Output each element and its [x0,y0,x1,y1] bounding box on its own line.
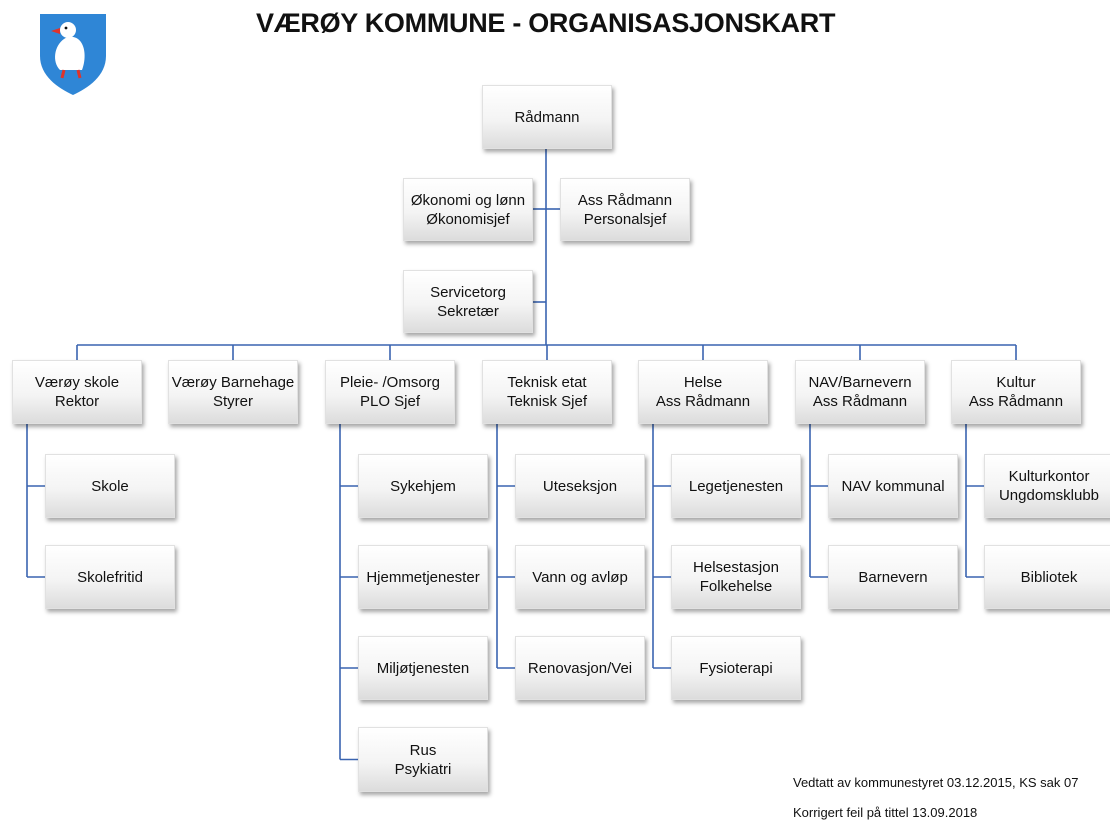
box-unit-4-sub-3-title: Renovasjon/Vei [527,659,633,677]
box-unit-1-sub-1: Skole [45,454,175,518]
box-unit-4-sub-1-title: Uteseksjon [542,477,618,495]
box-unit-3-sub-4-subtitle: Psykiatri [394,760,452,778]
box-unit-7-subtitle: Ass Rådmann [968,393,1064,410]
box-unit-1-sub-2: Skolefritid [45,545,175,609]
box-unit-5-sub-2-subtitle: Folkehelse [699,578,773,595]
box-unit-4-sub-3: Renovasjon/Vei [515,636,645,700]
box-unit-6-sub-1: NAV kommunal [828,454,958,518]
box-unit-6-sub-2-title: Barnevern [858,568,928,586]
box-unit-1-sub-2-title: Skolefritid [77,568,143,586]
box-unit-2-title: Værøy Barnehage [171,374,295,391]
box-unit-3-sub-3: Miljøtjenesten [358,636,488,700]
box-unit-6-sub-2: Barnevern [828,545,958,609]
box-unit-5-sub-1-title: Legetjenesten [688,477,784,495]
box-unit-7-sub-2-title: Bibliotek [1020,568,1078,586]
box-unit-7-sub-2: Bibliotek [984,545,1110,609]
box-okonomi-title: Økonomi og lønn [410,191,526,209]
box-unit-7-sub-1-title: Kulturkontor [1008,468,1090,485]
box-unit-2-subtitle: Styrer [212,393,253,410]
box-unit-7-sub-1-subtitle: Ungdomsklubb [998,487,1100,504]
box-unit-3-subtitle: PLO Sjef [359,393,421,410]
box-unit-5-subtitle: Ass Rådmann [655,393,751,410]
box-unit-3-sub-2: Hjemmetjenester [358,545,488,609]
corrected-note: Korrigert feil på tittel 13.09.2018 [793,805,978,820]
box-unit-5-sub-2-title: Helsestasjon [693,559,779,576]
box-okonomi-subtitle: Økonomisjef [426,210,510,228]
box-unit-5-sub-3-title: Fysioterapi [699,659,773,677]
box-unit-6-title: NAV/Barnevern [808,374,912,391]
box-radmann: Rådmann [482,85,612,149]
box-unit-4-title: Teknisk etat [507,374,587,391]
puffin-crest-icon [40,14,106,95]
box-servicetorg-subtitle: Sekretær [437,302,499,320]
box-unit-4-sub-2: Vann og avløp [515,545,645,609]
adopted-note: Vedtatt av kommunestyret 03.12.2015, KS … [793,775,1079,790]
box-unit-5-sub-3: Fysioterapi [671,636,801,700]
box-unit-1-subtitle: Rektor [54,393,100,410]
box-unit-6-sub-1-title: NAV kommunal [841,477,945,495]
box-servicetorg-title: Servicetorg [430,283,506,301]
box-unit-5-sub-1: Legetjenesten [671,454,801,518]
box-unit-7-title: Kultur [996,374,1036,391]
box-unit-3-sub-3-title: Miljøtjenesten [376,659,470,677]
box-ass-radmann-personal-title: Ass Rådmann [577,191,673,209]
box-unit-3-sub-1: Sykehjem [358,454,488,518]
box-unit-3-sub-2-title: Hjemmetjenester [366,568,480,586]
box-unit-4-subtitle: Teknisk Sjef [506,393,588,410]
box-unit-3-sub-4-title: Rus [409,741,437,759]
box-unit-4-sub-2-title: Vann og avløp [532,568,628,586]
box-unit-5-title: Helse [683,374,723,391]
page-title: VÆRØY KOMMUNE - ORGANISASJONSKART [256,8,836,38]
box-unit-3-sub-1-title: Sykehjem [390,477,456,495]
box-unit-3-title: Pleie- /Omsorg [339,374,441,391]
box-unit-6-subtitle: Ass Rådmann [812,393,908,410]
box-radmann-title: Rådmann [514,108,580,126]
box-unit-4-sub-1: Uteseksjon [515,454,645,518]
box-unit-1-sub-1-title: Skole [91,477,129,495]
box-unit-1-title: Værøy skole [34,374,120,391]
box-ass-radmann-personal-subtitle: Personalsjef [583,210,667,228]
